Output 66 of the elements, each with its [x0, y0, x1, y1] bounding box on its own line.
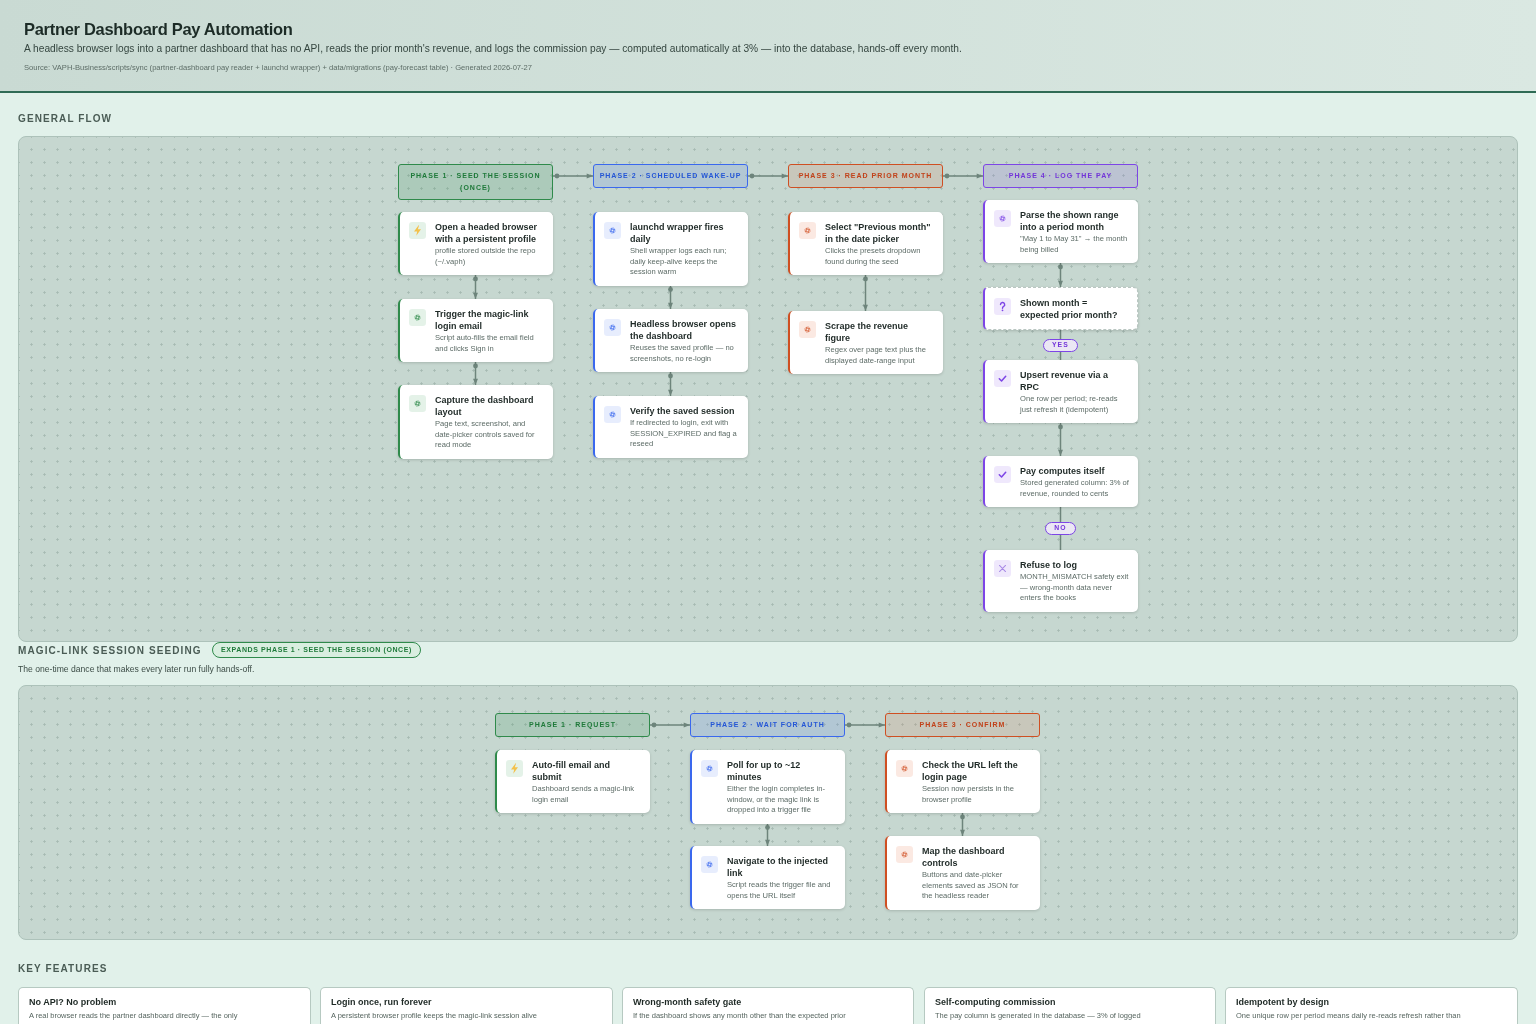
- arrow: [765, 822, 770, 847]
- step-card: [593, 212, 748, 286]
- step-card: [788, 311, 943, 374]
- arrow: [649, 722, 691, 728]
- arrow: [473, 274, 478, 300]
- feature-card: [622, 987, 914, 1024]
- subtitle: A headless browser logs into a partner dashboard that has no API, reads the prior month's revenue, and logs the commission pay — computed automatically at 3% — into the database, hands-off every month.: [24, 43, 962, 55]
- step-title: Refuse to log: [1020, 559, 1078, 571]
- step-card: [593, 396, 748, 458]
- page-title: Partner Dashboard Pay Automation: [24, 19, 293, 39]
- arrow: [844, 722, 886, 728]
- feature-card: [924, 987, 1216, 1024]
- step-card: [885, 750, 1040, 813]
- step-card: [398, 212, 553, 275]
- step-title: Trigger the magic-link login email: [435, 308, 530, 332]
- arrow: [942, 173, 984, 179]
- step-title: Select "Previous month" in the date picker: [825, 221, 932, 245]
- step-card: [885, 836, 1040, 910]
- step-title: Upsert revenue via a RPC: [1020, 369, 1110, 393]
- step-card: [983, 550, 1138, 612]
- section-subtitle: The one-time dance that makes every later run fully hands-off.: [18, 664, 255, 674]
- feature-card: [320, 987, 613, 1024]
- feature-card: [1225, 987, 1518, 1024]
- arrow: [473, 361, 478, 386]
- step-title: Capture the dashboard layout: [435, 394, 535, 418]
- section-heading: KEY FEATURES: [18, 963, 108, 975]
- step-card: [398, 385, 553, 459]
- step-card: [398, 299, 553, 362]
- step-title: Pay computes itself: [1020, 465, 1106, 477]
- step-title: Map the dashboard controls: [922, 845, 1006, 869]
- section-heading: MAGIC-LINK SESSION SEEDING: [18, 645, 202, 657]
- step-title: Check the URL left the login page: [922, 759, 1019, 783]
- feature-title: Wrong-month safety gate: [633, 997, 743, 1008]
- step-title: Parse the shown range into a period month: [1020, 209, 1120, 233]
- arrow: [1058, 262, 1063, 288]
- arrow: [960, 812, 965, 837]
- step-title: launchd wrapper fires daily: [630, 221, 725, 245]
- step-card: [593, 309, 748, 372]
- step-title: Shown month = expected prior month?: [1020, 297, 1119, 321]
- step-card: [983, 200, 1138, 263]
- step-title: Scrape the revenue figure: [825, 320, 910, 344]
- decision-card: [983, 287, 1138, 330]
- step-card: [788, 212, 943, 275]
- step-title: Auto-fill email and submit: [532, 759, 611, 783]
- step-card: [983, 360, 1138, 423]
- step-title: Open a headed browser with a persistent profile: [435, 221, 539, 245]
- section-heading: GENERAL FLOW: [18, 113, 113, 125]
- step-title: Headless browser opens the dashboard: [630, 318, 738, 342]
- arrow: [668, 284, 673, 310]
- step-title: Poll for up to ~12 minutes: [727, 759, 802, 783]
- feature-card: [18, 987, 311, 1024]
- step-title: Navigate to the injected link: [727, 855, 830, 879]
- arrow: [747, 173, 789, 179]
- arrow: [668, 371, 673, 397]
- step-card: [690, 846, 845, 909]
- feature-title: Self-computing commission: [935, 997, 1057, 1008]
- step-card: [495, 750, 650, 813]
- step-title: Verify the saved session: [630, 405, 736, 417]
- arrow: [552, 173, 594, 179]
- arrow: [863, 274, 868, 312]
- arrow: [1058, 422, 1063, 457]
- step-card: [983, 456, 1138, 507]
- feature-title: Idempotent by design: [1236, 997, 1330, 1008]
- feature-title: Login once, run forever: [331, 997, 433, 1008]
- step-card: [690, 750, 845, 824]
- feature-title: No API? No problem: [29, 997, 118, 1008]
